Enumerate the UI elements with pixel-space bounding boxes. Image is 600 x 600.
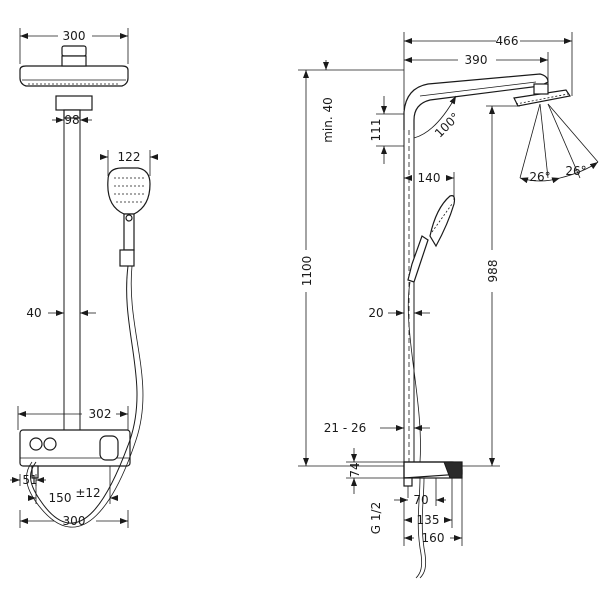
front-view: 300 98 122 40 302: [10, 28, 158, 528]
dim-hand-width-label: 122: [118, 150, 141, 164]
dim-thermo-height: 74: [346, 448, 404, 494]
side-view: 466 390 min. 40 111 100° 26° 26°: [298, 32, 599, 579]
thread-label: G 1/2: [369, 502, 383, 534]
dim-total-height: 1100: [298, 69, 404, 467]
dim-head-height: 988: [462, 105, 520, 467]
dim-thermo-offset-label: 70: [413, 493, 428, 507]
dim-total-height-label: 1100: [300, 256, 314, 287]
hand-shower-front: [26, 167, 151, 528]
dim-thermo-offset: 70: [394, 478, 446, 507]
dim-thermo-depth: 135: [403, 478, 453, 528]
dim-hand-depth-label: 140: [418, 171, 441, 185]
spray-cone: [519, 103, 599, 184]
dim-head-width: 300: [19, 28, 129, 64]
dim-min-label: min. 40: [321, 97, 335, 143]
dim-head-height-label: 988: [486, 260, 500, 283]
dim-thermo-width-label: 302: [89, 407, 112, 421]
dim-thermo-depth-label: 135: [417, 513, 440, 527]
dim-wall-gap: 21 - 26: [324, 421, 430, 435]
dim-arm-width-label: 98: [64, 113, 79, 127]
dim-arm-drop-label: 111: [369, 119, 383, 142]
dim-pipe-depth: 20: [368, 306, 430, 320]
dim-head-width-label: 300: [63, 29, 86, 43]
thermostat-side: [403, 461, 463, 579]
thermostat-front: [19, 429, 131, 479]
dim-centre-distance: 150 ±12: [28, 466, 118, 505]
dim-pipe-width-label: 40: [26, 306, 41, 320]
dim-bottom-width-label: 300: [63, 514, 86, 528]
dim-thermo-height-label: 74: [348, 462, 362, 477]
dim-arm-angle-label: 100°: [432, 110, 462, 140]
dim-centre-distance-label: 150: [49, 491, 72, 505]
shower-arm-side: [403, 73, 549, 130]
dim-spray-angle-right: 26°: [565, 164, 586, 178]
dim-offset-small: 51: [10, 473, 46, 487]
dim-arm-reach: 390: [404, 52, 549, 84]
dim-total-reach: 466: [403, 32, 573, 110]
dim-spray-angle-left: 26°: [529, 170, 550, 184]
dim-wall-gap-label: 21 - 26: [324, 421, 367, 435]
hand-shower-side: [407, 195, 456, 463]
dim-arm-reach-label: 390: [465, 53, 488, 67]
shower-pipe-side: [403, 130, 415, 462]
dim-offset-small-label: 51: [22, 473, 37, 487]
shower-pipe-front: [63, 118, 81, 430]
dim-hand-width: 122: [100, 150, 158, 176]
dim-thermo-width: 302: [17, 406, 129, 430]
dim-arm-drop: 111: [369, 96, 404, 164]
overhead-shower-side: [513, 83, 572, 107]
dim-thermo-total: 160: [403, 478, 463, 546]
dim-arm-width: 98: [52, 113, 92, 127]
dim-pipe-width: 40: [26, 306, 96, 320]
dim-tolerance-label: ±12: [75, 486, 100, 500]
dim-bottom-width: 300: [19, 510, 129, 528]
dim-hand-depth: 140: [404, 171, 455, 200]
dim-pipe-depth-label: 20: [368, 306, 383, 320]
dim-total-reach-label: 466: [496, 34, 519, 48]
overhead-shower-front: [19, 45, 129, 119]
dim-thermo-total-label: 160: [422, 531, 445, 545]
